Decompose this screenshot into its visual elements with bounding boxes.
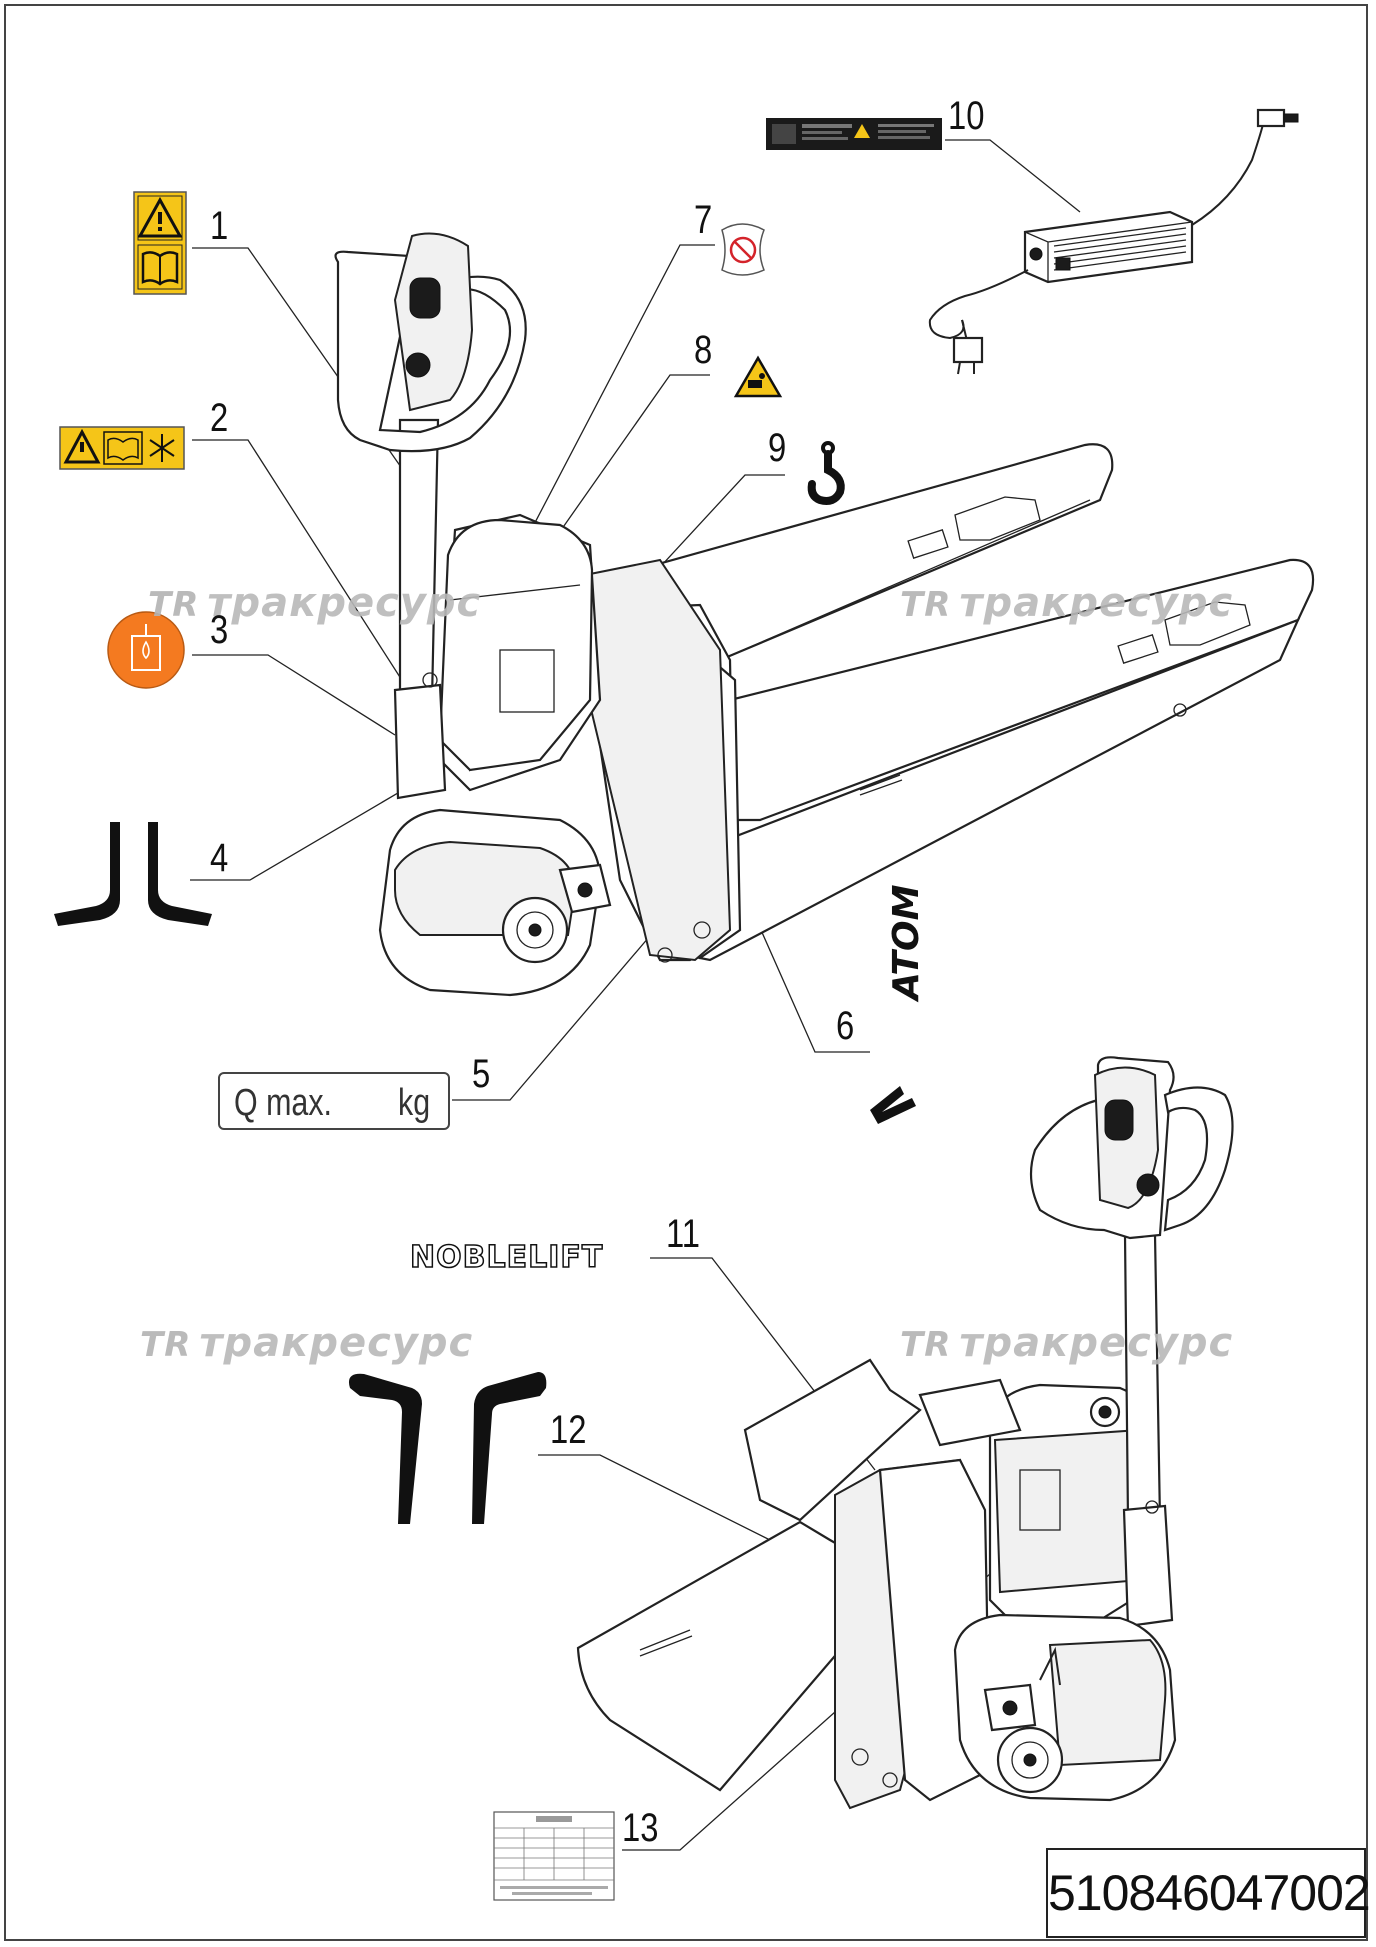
leader-7 <box>504 244 715 581</box>
watermark-logo: TR <box>148 585 200 625</box>
warning-manual-icon <box>133 191 187 295</box>
drawing-frame <box>4 4 1368 1941</box>
callout-3: 3 <box>210 608 229 652</box>
atom-logo-text: ATOM <box>886 884 927 1000</box>
watermark-logo: TR <box>900 585 952 625</box>
noblelift-logo: NOBLELIFT <box>409 1239 604 1276</box>
watermark-logo: TR <box>900 1325 952 1365</box>
warning-read-manual-icon <box>59 426 185 470</box>
fork-decal-pair-icon <box>54 822 212 926</box>
lifting-hook-icon <box>807 441 845 505</box>
qmax-unit: kg <box>398 1082 431 1124</box>
callout-13: 13 <box>622 1806 659 1850</box>
qmax-prefix: Q max. <box>234 1082 332 1124</box>
callout-4: 4 <box>210 836 229 880</box>
callout-9: 9 <box>768 426 787 470</box>
watermark-text: тракресурс <box>959 1320 1234 1366</box>
watermark-logo: TR <box>140 1325 192 1365</box>
leader-4 <box>190 779 421 881</box>
leader-2 <box>192 439 406 686</box>
part-number-box: 510846047002 <box>1046 1848 1371 1938</box>
callout-11: 11 <box>666 1212 701 1256</box>
battery-fluid-icon <box>107 611 185 689</box>
callout-5: 5 <box>472 1052 491 1096</box>
spec-nameplate-icon <box>493 1811 615 1901</box>
leader-12 <box>538 1454 821 1566</box>
pallet-truck-front-view <box>576 1056 1234 1810</box>
no-riding-icon <box>721 223 765 276</box>
callout-6: 6 <box>836 1004 855 1048</box>
callout-12: 12 <box>550 1408 587 1452</box>
callout-2: 2 <box>210 396 229 440</box>
watermark-text: тракресурс <box>959 580 1234 626</box>
pallet-truck-rear-view <box>334 232 1315 997</box>
battery-charger-drawing <box>928 108 1299 375</box>
leader-3 <box>192 654 396 736</box>
crush-hazard-icon <box>733 355 783 398</box>
callout-10: 10 <box>948 94 985 138</box>
callout-1: 1 <box>210 204 229 248</box>
callout-8: 8 <box>694 328 713 372</box>
callout-7: 7 <box>694 198 713 242</box>
leader-8 <box>539 374 710 561</box>
charger-nameplate-icon <box>766 118 942 150</box>
watermark-text: тракресурс <box>207 580 482 626</box>
load-capacity-plate: Q max. kg <box>218 1072 450 1130</box>
atom-logo-mark-icon <box>870 1086 916 1124</box>
leader-10 <box>945 139 1081 213</box>
leader-5 <box>452 929 656 1101</box>
watermark-text: тракресурс <box>199 1320 474 1366</box>
tiller-decal-pair-icon <box>348 1372 547 1524</box>
